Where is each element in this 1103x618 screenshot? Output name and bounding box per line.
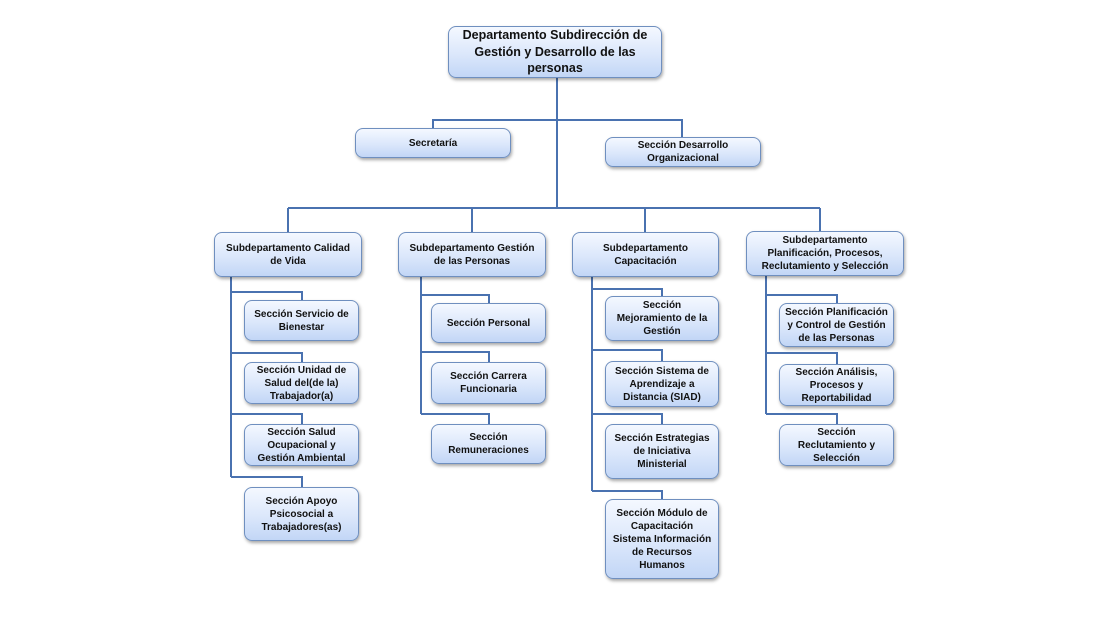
section-carrera-funcionaria: Sección Carrera Funcionaria [431, 362, 546, 404]
section-siad: Sección Sistema de Aprendizaje a Distanc… [605, 361, 719, 407]
section-apoyo-psicosocial: Sección Apoyo Psicosocial a Trabajadores… [244, 487, 359, 541]
section-remuneraciones: Sección Remuneraciones [431, 424, 546, 464]
subdepartment-calidad-de-vida: Subdepartamento Calidad de Vida [214, 232, 362, 277]
section-mejoramiento-gestion: Sección Mejoramiento de la Gestión [605, 296, 719, 341]
section-planificacion-control: Sección Planificación y Control de Gesti… [779, 303, 894, 347]
section-unidad-salud: Sección Unidad de Salud del(de la) Traba… [244, 362, 359, 404]
section-salud-ocupacional: Sección Salud Ocupacional y Gestión Ambi… [244, 424, 359, 466]
section-analisis-procesos: Sección Análisis, Procesos y Reportabili… [779, 364, 894, 406]
secretaria-box: Secretaría [355, 128, 511, 158]
section-reclutamiento-seleccion: Sección Reclutamiento y Selección [779, 424, 894, 466]
section-servicio-bienestar: Sección Servicio de Bienestar [244, 300, 359, 341]
desarrollo-organizacional-box: Sección Desarrollo Organizacional [605, 137, 761, 167]
subdepartment-planificacion: Subdepartamento Planificación, Procesos,… [746, 231, 904, 276]
section-estrategias-iniciativa: Sección Estrategias de Iniciativa Minist… [605, 424, 719, 479]
section-modulo-capacitacion: Sección Módulo de Capacitación Sistema I… [605, 499, 719, 579]
subdepartment-gestion-personas: Subdepartamento Gestión de las Personas [398, 232, 546, 277]
root-department-box: Departamento Subdirección de Gestión y D… [448, 26, 662, 78]
section-personal: Sección Personal [431, 303, 546, 343]
subdepartment-capacitacion: Subdepartamento Capacitación [572, 232, 719, 277]
